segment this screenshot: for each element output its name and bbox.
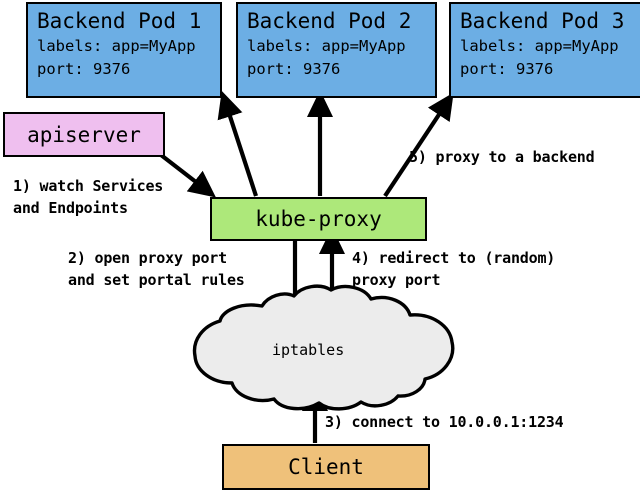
annotation-step-1: 1) watch Services and Endpoints (13, 175, 163, 219)
annotation-step-4: 4) redirect to (random) proxy port (352, 247, 555, 291)
backend-pod-1-title: Backend Pod 1 (37, 9, 202, 33)
backend-pod-2-port: port: 9376 (247, 60, 341, 78)
apiserver-box: apiserver (3, 112, 165, 157)
annotation-step-2-line-1: 2) open proxy port (68, 249, 227, 267)
annotation-step-2-line-2: and set portal rules (68, 271, 245, 289)
backend-pod-1-port: port: 9376 (37, 60, 131, 78)
annotation-step-2: 2) open proxy port and set portal rules (68, 247, 245, 291)
backend-pod-3-port: port: 9376 (460, 60, 554, 78)
annotation-step-4-line-1: 4) redirect to (random) (352, 249, 556, 267)
backend-pod-3-title: Backend Pod 3 (460, 9, 625, 33)
arrow-apiserver-to-kubeproxy (159, 153, 216, 198)
arrow-kubeproxy-to-pod1 (217, 90, 258, 197)
apiserver-label: apiserver (27, 122, 141, 147)
annotation-step-5-line-1: 5) proxy to a backend (409, 148, 595, 166)
backend-pod-3-box: Backend Pod 3 labels: app=MyApp port: 93… (449, 2, 640, 98)
annotation-step-1-line-1: 1) watch Services (13, 177, 164, 195)
backend-pod-1-labels: labels: app=MyApp (37, 37, 196, 55)
backend-pod-3-labels: labels: app=MyApp (460, 37, 619, 55)
annotation-step-1-line-2: and Endpoints (13, 199, 128, 217)
backend-pod-1-box: Backend Pod 1 labels: app=MyApp port: 93… (26, 2, 222, 98)
arrow-kubeproxy-to-pod3 (383, 92, 454, 198)
kube-proxy-box: kube-proxy (210, 197, 427, 241)
backend-pod-2-labels: labels: app=MyApp (247, 37, 406, 55)
backend-pod-2-box: Backend Pod 2 labels: app=MyApp port: 93… (236, 2, 437, 98)
backend-pod-2-title: Backend Pod 2 (247, 9, 412, 33)
kube-proxy-label: kube-proxy (255, 207, 382, 231)
annotation-step-4-line-2: proxy port (352, 271, 441, 289)
iptables-label: iptables (272, 341, 345, 359)
annotation-step-3-line-1: 3) connect to 10.0.0.1:1234 (325, 413, 564, 431)
annotation-step-3: 3) connect to 10.0.0.1:1234 (325, 411, 564, 433)
annotation-step-5: 5) proxy to a backend (409, 146, 595, 168)
client-box: Client (222, 444, 430, 490)
client-label: Client (288, 455, 364, 479)
